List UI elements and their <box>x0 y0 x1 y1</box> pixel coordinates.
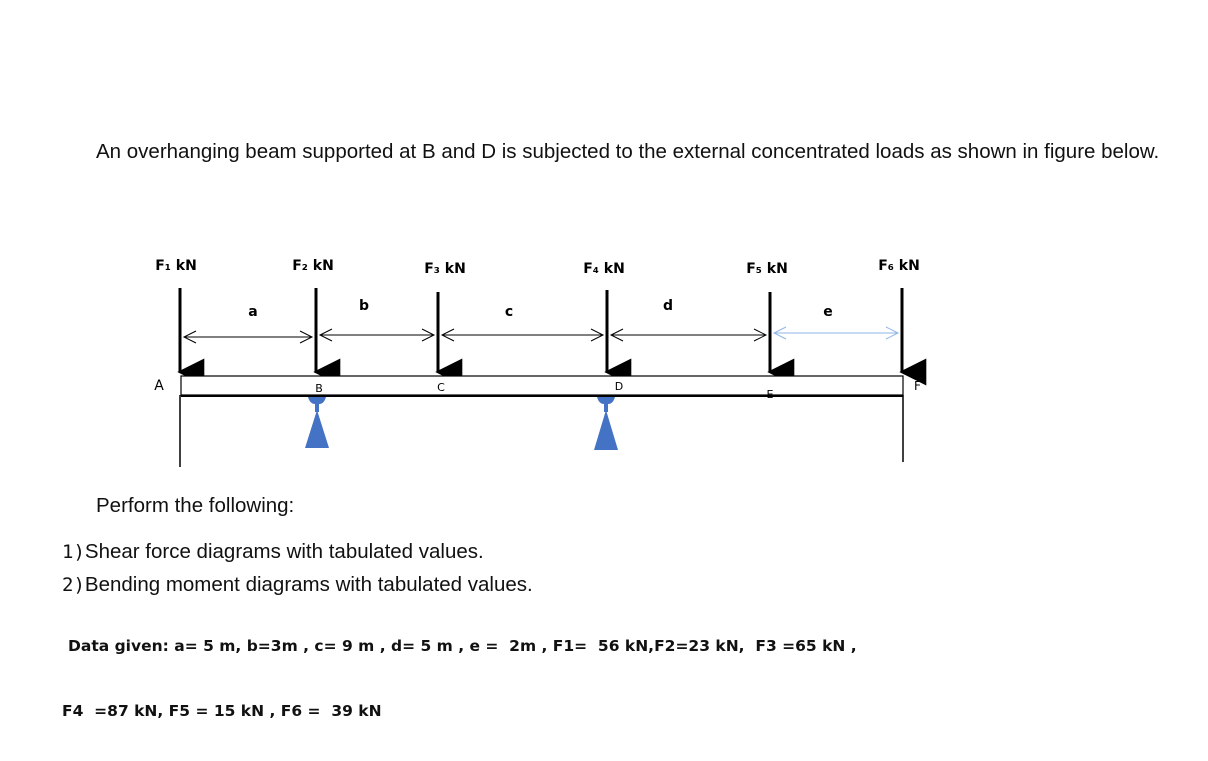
point-label-d: D <box>615 380 623 393</box>
load-label-f2: F₂ kN <box>292 258 334 274</box>
point-label-c: C <box>437 381 445 394</box>
task-item: 1)Shear force diagrams with tabulated va… <box>62 540 484 564</box>
point-label-b: B <box>315 382 323 395</box>
dimension-c <box>440 328 605 342</box>
data-given-line-2: F4 =87 kN, F5 = 15 kN , F6 = 39 kN <box>62 702 382 720</box>
point-label-f: F <box>914 379 921 393</box>
span-label-a: a <box>248 304 257 320</box>
load-label-f4: F₄ kN <box>583 261 625 277</box>
point-label-a: A <box>154 378 164 394</box>
problem-statement: An overhanging beam supported at B and D… <box>96 140 1160 163</box>
dimension-a <box>182 330 314 344</box>
task-number: 1) <box>62 541 85 563</box>
load-label-f1: F₁ kN <box>155 258 197 274</box>
data-given-line-1: Data given: a= 5 m, b=3m , c= 9 m , d= 5… <box>68 637 857 655</box>
task-text: Bending moment diagrams with tabulated v… <box>84 573 533 596</box>
load-label-f6: F₆ kN <box>878 258 920 274</box>
dimension-e <box>772 326 900 340</box>
load-label-f3: F₃ kN <box>424 261 466 277</box>
tasks-heading: Perform the following: <box>96 494 295 517</box>
dimension-b <box>318 328 436 342</box>
beam <box>180 375 904 396</box>
support-b <box>305 397 329 448</box>
task-item: 2)Bending moment diagrams with tabulated… <box>62 573 533 597</box>
span-label-d: d <box>663 298 673 314</box>
span-label-b: b <box>359 298 369 314</box>
support-d <box>594 397 618 450</box>
load-label-f5: F₅ kN <box>746 261 788 277</box>
span-label-e: e <box>823 304 833 320</box>
span-label-c: c <box>505 304 513 320</box>
dimension-d <box>609 328 768 342</box>
task-number: 2) <box>62 574 85 596</box>
task-text: Shear force diagrams with tabulated valu… <box>84 540 484 563</box>
point-label-e: E <box>767 388 774 401</box>
